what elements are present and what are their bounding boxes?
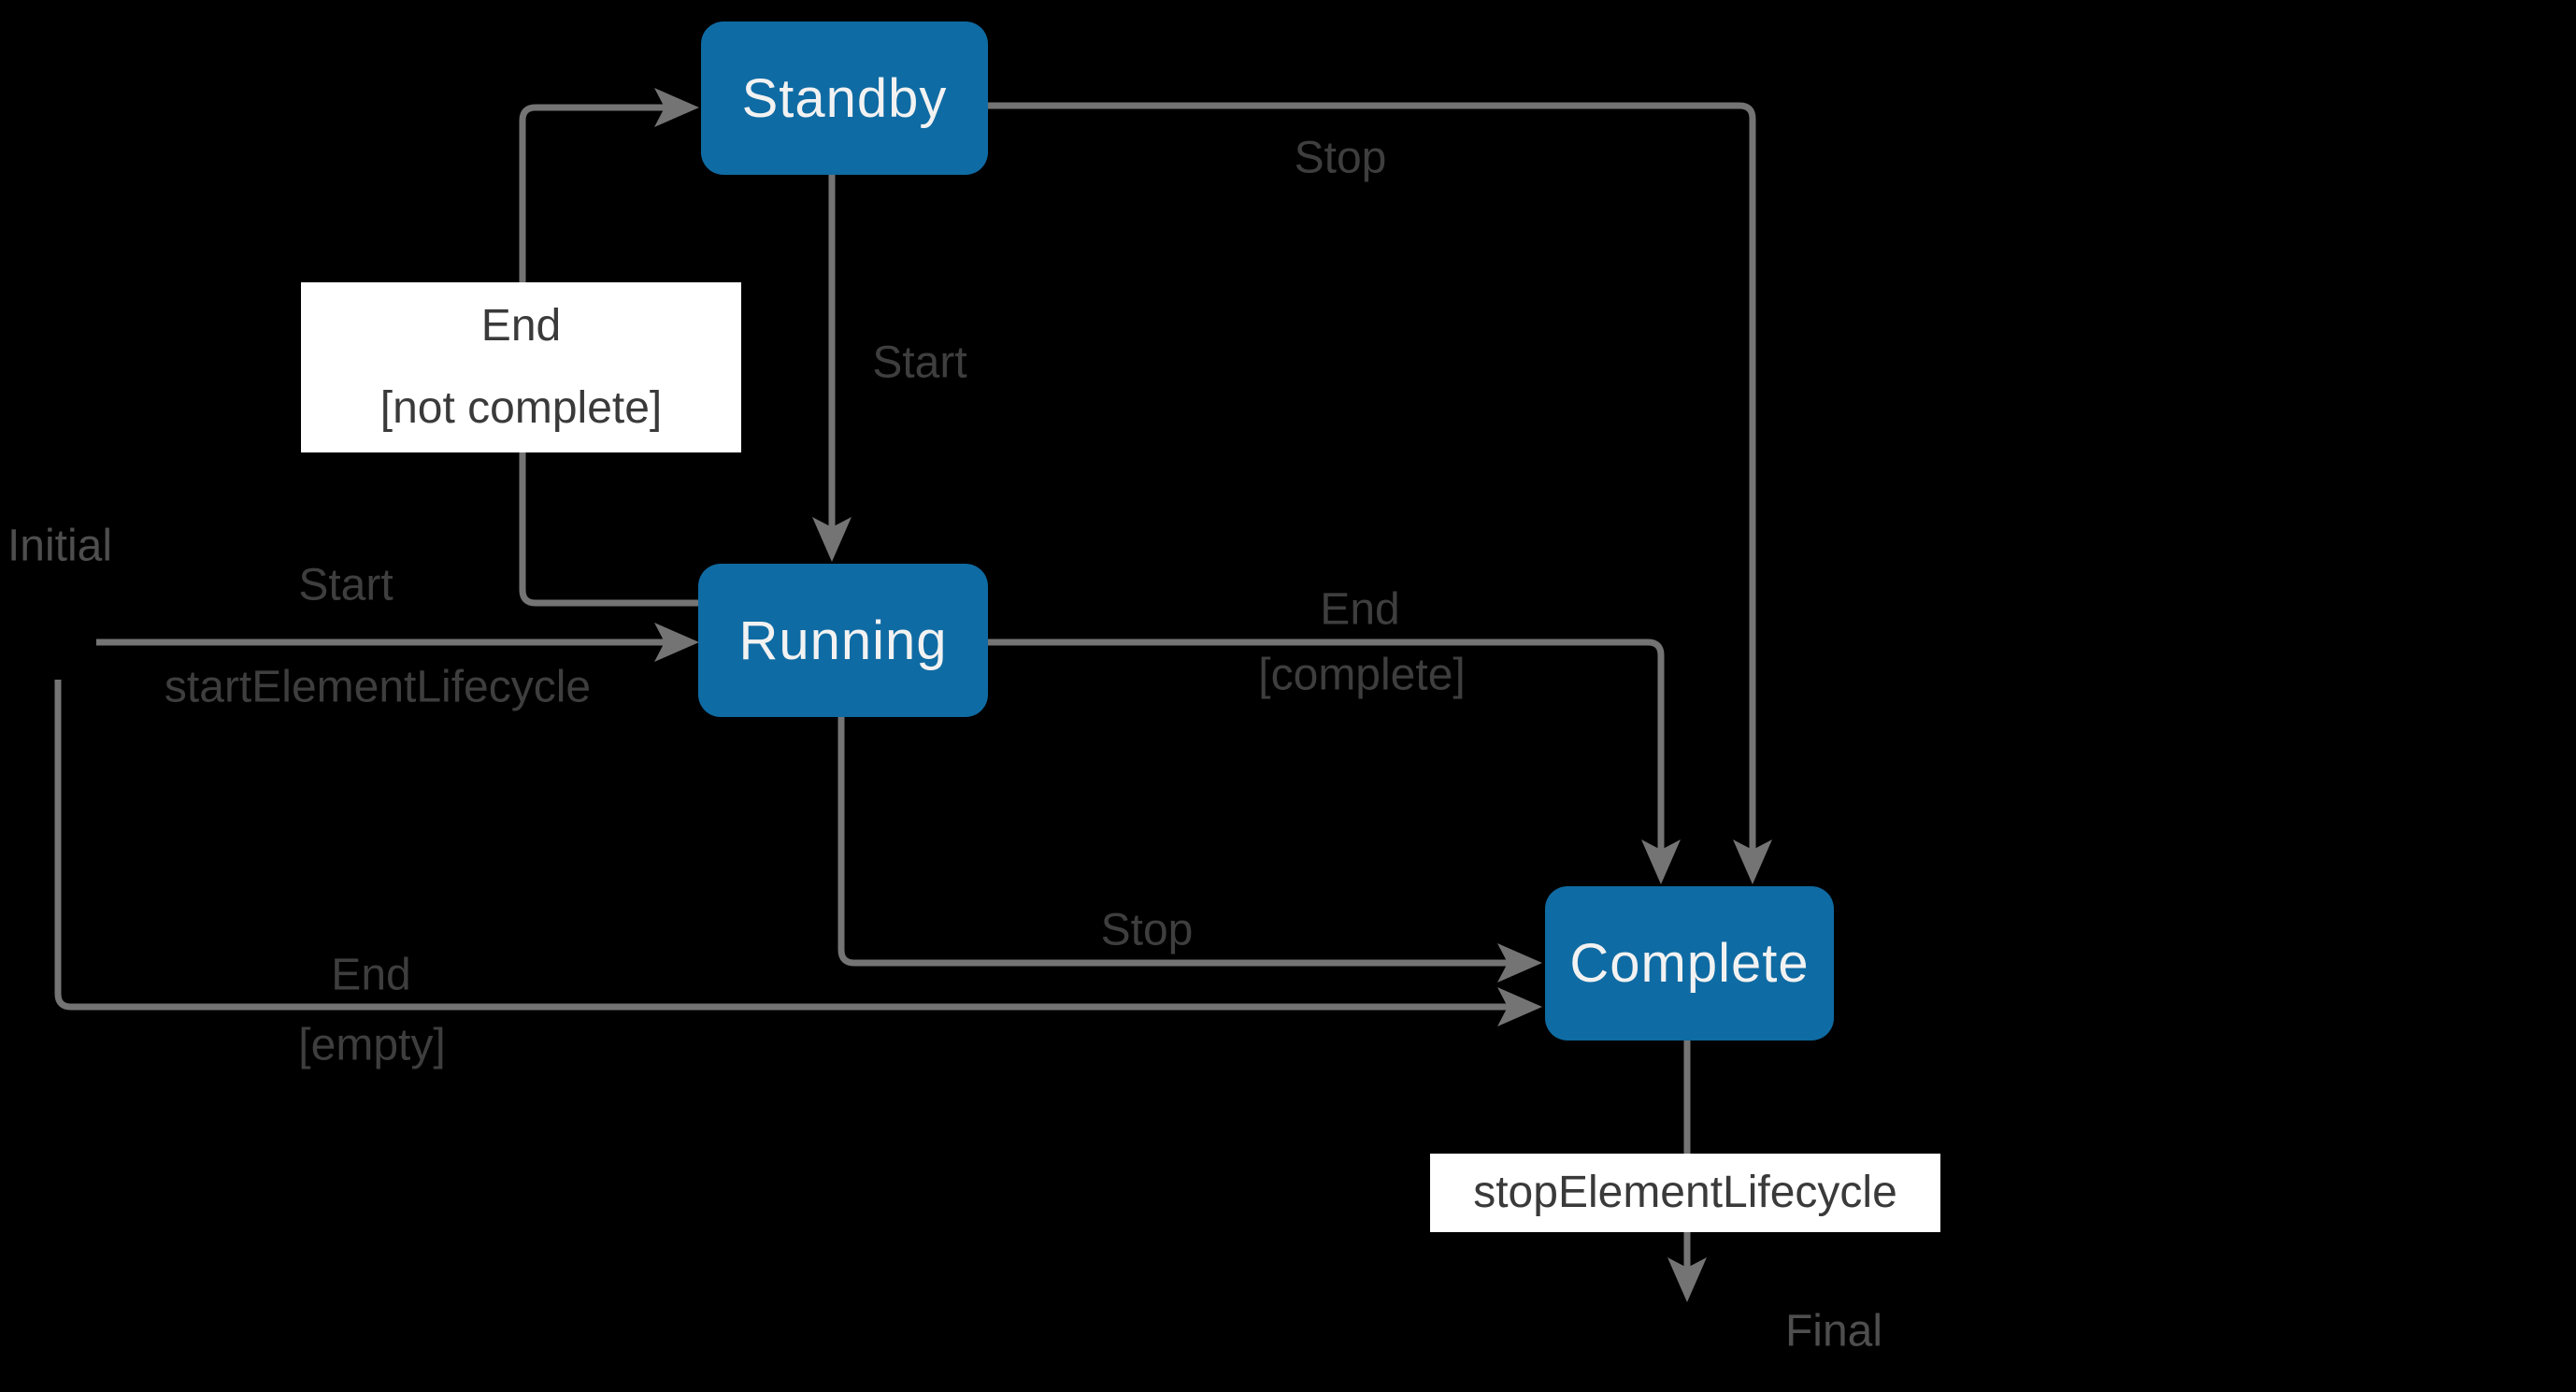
initial-pseudostate-label: Initial	[7, 521, 113, 571]
arrowhead-into-complete-top-left	[1641, 840, 1681, 884]
state-complete: Complete	[1545, 886, 1834, 1040]
transition-guard-empty: [empty]	[298, 1020, 446, 1070]
state-complete-label: Complete	[1569, 933, 1810, 994]
label-box-end-not-complete: End [not complete]	[301, 282, 741, 452]
arrowhead-into-running-left	[654, 623, 699, 662]
transition-guard-not-complete: [not complete]	[379, 383, 663, 433]
edge-running-to-complete-stop	[837, 717, 1510, 967]
transition-trigger-stop-running: Stop	[1100, 905, 1194, 955]
state-running: Running	[698, 564, 988, 717]
transition-trigger-start-initial: Start	[298, 560, 394, 610]
transition-trigger-end-empty: End	[331, 950, 411, 1000]
arrowhead-into-running-top	[812, 517, 852, 562]
arrowhead-into-complete-left-lower	[1497, 987, 1542, 1026]
transition-trigger-end-complete: End	[1320, 584, 1400, 635]
transition-guard-complete: [complete]	[1258, 650, 1466, 700]
transition-trigger-start-standby: Start	[872, 337, 967, 388]
arrowhead-into-complete-left-upper	[1497, 943, 1542, 983]
edge-running-to-complete-end	[988, 639, 1665, 852]
label-box-stop-element-lifecycle: stopElementLifecycle	[1430, 1154, 1940, 1232]
state-standby: Standby	[701, 22, 988, 175]
edge-standby-to-complete	[988, 102, 1756, 852]
state-running-label: Running	[738, 610, 948, 671]
transition-trigger-end: End	[480, 301, 562, 351]
arrowhead-into-standby-left	[654, 88, 699, 127]
edge-initial-to-complete	[54, 680, 1510, 1011]
state-standby-label: Standby	[741, 67, 948, 129]
final-pseudostate-label: Final	[1784, 1306, 1883, 1356]
arrowhead-into-complete-top-right	[1733, 840, 1772, 884]
transition-action-start-element-lifecycle: startElementLifecycle	[164, 662, 592, 712]
transition-action-stop-element-lifecycle: stopElementLifecycle	[1473, 1168, 1897, 1217]
arrowhead-into-final	[1667, 1257, 1707, 1302]
transition-trigger-stop-standby: Stop	[1294, 133, 1387, 183]
